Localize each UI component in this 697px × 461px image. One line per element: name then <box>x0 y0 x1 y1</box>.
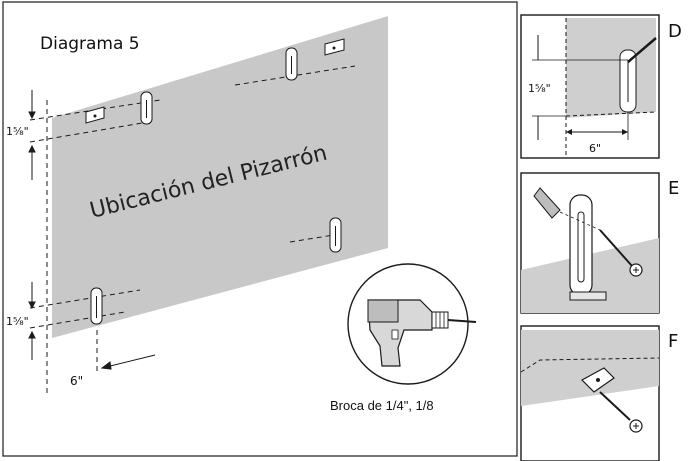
dim-top-arrows <box>28 90 36 180</box>
dim-6in-arrow <box>100 354 156 370</box>
panel-d-dim-vertical: 1⁵⁄₈" <box>528 82 551 95</box>
panel-d-dim-horizontal: 6" <box>589 142 601 155</box>
bracket-bottom-left <box>90 287 103 325</box>
main-frame <box>2 1 518 457</box>
panel-d-letter: D <box>668 21 682 42</box>
drill-illustration <box>347 263 477 385</box>
dim-edge-label: 6" <box>70 374 83 388</box>
vertical-dash-lines <box>46 100 98 395</box>
board-area <box>52 16 388 338</box>
bracket-top-left <box>140 91 153 125</box>
bottom-dash-lines <box>29 233 341 329</box>
panel-d-art <box>532 18 657 155</box>
clip-top-right <box>324 38 345 56</box>
diagram-title: Diagrama 5 <box>40 34 140 54</box>
dim-top-label: 1⁵⁄₈" <box>6 125 29 138</box>
bracket-bottom-right <box>329 217 342 253</box>
panel-f-art <box>520 330 660 433</box>
panel-f-letter: F <box>668 331 678 352</box>
drill-caption: Broca de 1/4", 1/8 <box>330 398 434 413</box>
dim-bottom-label: 1⁵⁄₈" <box>6 315 29 328</box>
clip-top-left <box>85 106 105 124</box>
panel-e-letter: E <box>668 178 679 199</box>
bracket-top-right <box>285 47 298 81</box>
dim-bottom-arrows <box>28 282 36 360</box>
panel-e-art <box>521 187 659 313</box>
